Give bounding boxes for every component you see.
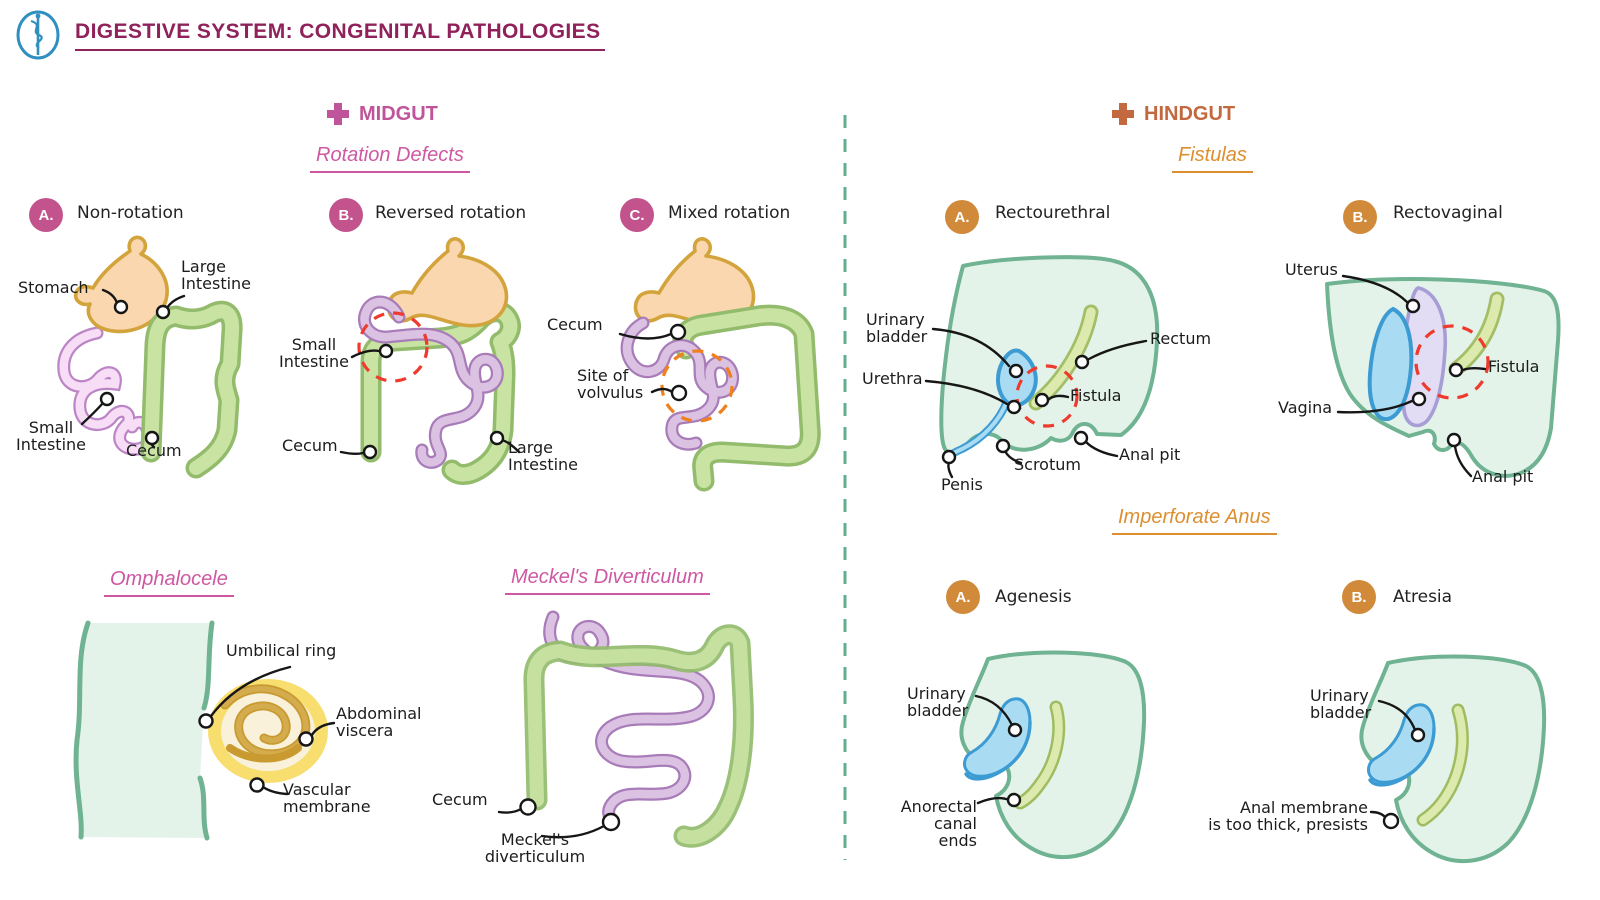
- label-meckels-diverticulum: Meckel's diverticulum: [484, 830, 586, 866]
- hindgut-section-label: HINDGUT: [1144, 102, 1236, 125]
- badge-agenesis: A.: [946, 580, 980, 614]
- label-abdominal-viscera: Abdominal viscera: [336, 704, 422, 740]
- rectourethral-fistula-circle: [1015, 364, 1079, 428]
- rectovaginal-fistula-circle: [1414, 324, 1490, 400]
- badge-atresia: B.: [1342, 580, 1376, 614]
- label-vascular-membrane: Vascular membrane: [283, 780, 371, 816]
- page-title: DIGESTIVE SYSTEM: CONGENITAL PATHOLOGIES: [75, 20, 605, 51]
- label-stomach: Stomach: [18, 278, 89, 297]
- label-penis: Penis: [941, 475, 983, 494]
- reversed-rotation-highlight-circle: [357, 311, 429, 383]
- label-urinary-bladder-ru: Urinary bladder: [866, 310, 928, 346]
- omphalocele-heading: Omphalocele: [104, 568, 234, 597]
- label-fistula-rv: Fistula: [1488, 357, 1540, 376]
- omphalocele-art: [73, 620, 328, 841]
- hindgut-section-header: HINDGUT: [1111, 102, 1235, 126]
- fistulas-heading: Fistulas: [1172, 144, 1253, 173]
- rectourethral-art: [939, 255, 1160, 461]
- label-anorectal-canal-ends: Anorectal canal ends: [900, 797, 977, 850]
- asclepius-logo-icon: [14, 8, 62, 67]
- midgut-section-header: MIDGUT: [326, 102, 438, 126]
- label-cecum-meckels: Cecum: [432, 790, 488, 809]
- rotation-defects-heading: Rotation Defects: [310, 144, 470, 173]
- atresia-art: [1359, 654, 1547, 864]
- title-atresia: Atresia: [1393, 587, 1453, 607]
- imperforate-anus-heading: Imperforate Anus: [1112, 506, 1277, 535]
- midgut-section-label: MIDGUT: [359, 102, 438, 125]
- badge-rectovaginal: B.: [1343, 200, 1377, 234]
- label-urinary-bladder-at: Urinary bladder: [1310, 686, 1372, 722]
- rectovaginal-art: [1325, 277, 1561, 478]
- label-small-intestine-b: Small Intestine: [278, 335, 349, 371]
- label-scrotum: Scrotum: [1014, 455, 1081, 474]
- title-rectovaginal: Rectovaginal: [1393, 203, 1503, 223]
- label-large-intestine-a: Large Intestine: [181, 257, 252, 293]
- label-rectum: Rectum: [1150, 329, 1212, 348]
- label-cecum-a: Cecum: [126, 441, 182, 460]
- label-urinary-bladder-ag: Urinary bladder: [907, 684, 969, 720]
- label-fistula-ru: Fistula: [1070, 386, 1122, 405]
- label-anal-membrane: Anal membrane is too thick, presists: [1208, 798, 1368, 834]
- agenesis-art: [959, 650, 1147, 860]
- title-rectourethral: Rectourethral: [995, 203, 1111, 223]
- label-cecum-b: Cecum: [282, 436, 338, 455]
- label-small-intestine-a: Small Intestine: [15, 418, 86, 454]
- label-anal-pit-ru: Anal pit: [1119, 445, 1181, 464]
- title-mixed-rotation: Mixed rotation: [668, 203, 791, 223]
- hindgut-cross-icon: [1112, 103, 1134, 125]
- badge-rectourethral: A.: [945, 200, 979, 234]
- meckels-heading: Meckel's Diverticulum: [505, 566, 710, 595]
- label-vagina: Vagina: [1278, 398, 1333, 417]
- meckels-art: [523, 610, 754, 848]
- label-cecum-c: Cecum: [547, 315, 603, 334]
- label-large-intestine-b: Large Intestine: [508, 438, 579, 474]
- midgut-cross-icon: [327, 103, 349, 125]
- mixed-rotation-art: [620, 237, 821, 492]
- reversed-rotation-art: [357, 237, 521, 485]
- label-uterus: Uterus: [1285, 260, 1338, 279]
- label-anal-pit-rv: Anal pit: [1472, 467, 1534, 486]
- label-umbilical-ring: Umbilical ring: [226, 641, 337, 660]
- leader-lines: [80, 274, 1487, 839]
- volvulus-highlight-circle: [660, 349, 734, 423]
- label-site-of-volvulus: Site of volvulus: [577, 366, 644, 402]
- title-reversed-rotation: Reversed rotation: [375, 203, 527, 223]
- badge-nonrotation: A.: [29, 198, 63, 232]
- badge-reversed-rotation: B.: [329, 198, 363, 232]
- nonrotation-art: [57, 235, 243, 479]
- title-agenesis: Agenesis: [995, 587, 1072, 607]
- title-nonrotation: Non-rotation: [77, 203, 184, 223]
- badge-mixed-rotation: C.: [620, 198, 654, 232]
- label-urethra: Urethra: [862, 369, 923, 388]
